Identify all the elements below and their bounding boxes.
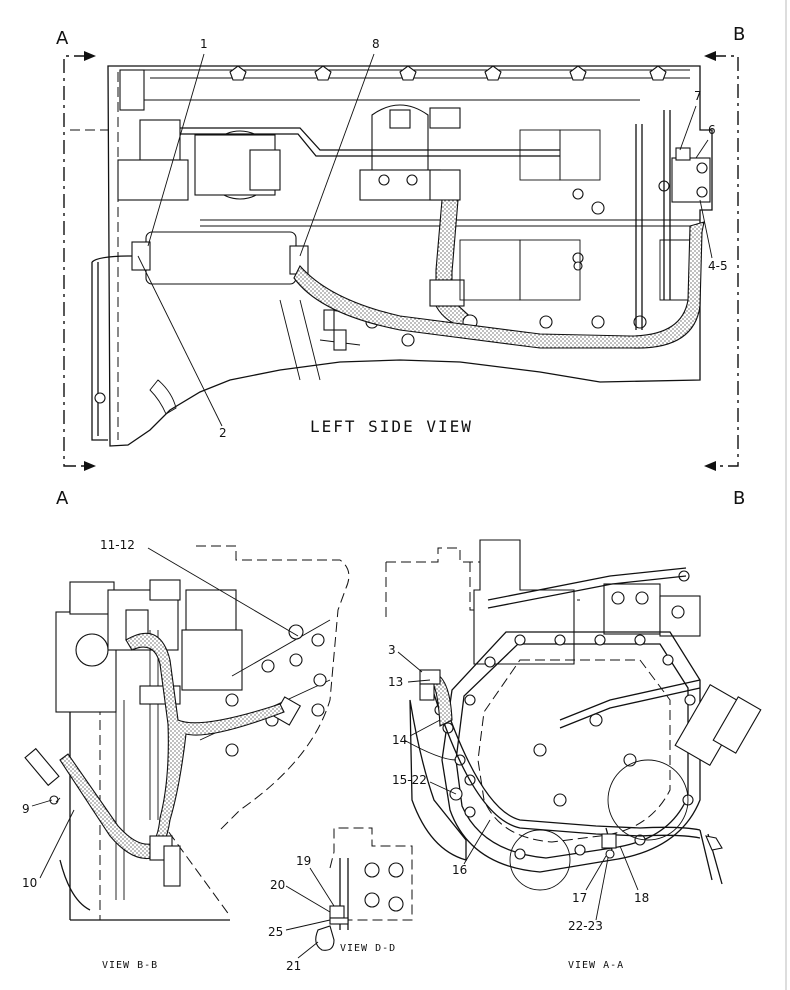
callout-14: 14 bbox=[392, 733, 407, 747]
view-d-d: 19 20 25 21 VIEW D-D bbox=[268, 827, 413, 973]
callout-6: 6 bbox=[708, 123, 716, 137]
callout-4-5: 4-5 bbox=[708, 259, 728, 273]
section-marker-a-top: A bbox=[56, 28, 69, 49]
callout-22-23: 22-23 bbox=[568, 919, 603, 933]
callout-11-12: 11-12 bbox=[100, 538, 135, 552]
callout-17: 17 bbox=[572, 891, 587, 905]
callout-19: 19 bbox=[296, 854, 311, 868]
view-d-d-title: VIEW D-D bbox=[340, 943, 396, 954]
callout-21: 21 bbox=[286, 959, 301, 973]
left-side-view-title: LEFT SIDE VIEW bbox=[310, 417, 473, 436]
section-marker-a-mid: A bbox=[56, 488, 69, 509]
callout-10: 10 bbox=[22, 876, 37, 890]
section-marker-b-top: B bbox=[733, 24, 745, 45]
fuel-hose-main bbox=[293, 221, 705, 349]
callout-15-22: 15-22 bbox=[392, 773, 427, 787]
left-side-view: 1 2 8 7 6 4-5 A B LEFT SIDE VIEW bbox=[56, 24, 745, 471]
callout-16: 16 bbox=[452, 863, 467, 877]
view-b-b: 11-12 9 10 VIEW B-B bbox=[22, 538, 350, 971]
engine-block bbox=[70, 65, 713, 447]
callout-1: 1 bbox=[200, 37, 208, 51]
callout-3: 3 bbox=[388, 643, 396, 657]
view-b-b-title: VIEW B-B bbox=[102, 960, 158, 971]
callout-7: 7 bbox=[694, 89, 702, 103]
section-line-a bbox=[63, 51, 96, 471]
view-a-a: 3 13 14 15-22 16 17 18 22-23 VIEW A-A bbox=[385, 539, 762, 971]
section-marker-b-mid: B bbox=[733, 488, 745, 509]
callout-2: 2 bbox=[219, 426, 227, 440]
section-line-b bbox=[704, 51, 739, 471]
callout-8: 8 bbox=[372, 37, 380, 51]
callout-9: 9 bbox=[22, 802, 30, 816]
callout-25: 25 bbox=[268, 925, 283, 939]
callout-20: 20 bbox=[270, 878, 285, 892]
callout-13: 13 bbox=[388, 675, 403, 689]
cover-bolts bbox=[229, 65, 667, 81]
view-a-a-title: VIEW A-A bbox=[568, 960, 624, 971]
callout-18: 18 bbox=[634, 891, 649, 905]
